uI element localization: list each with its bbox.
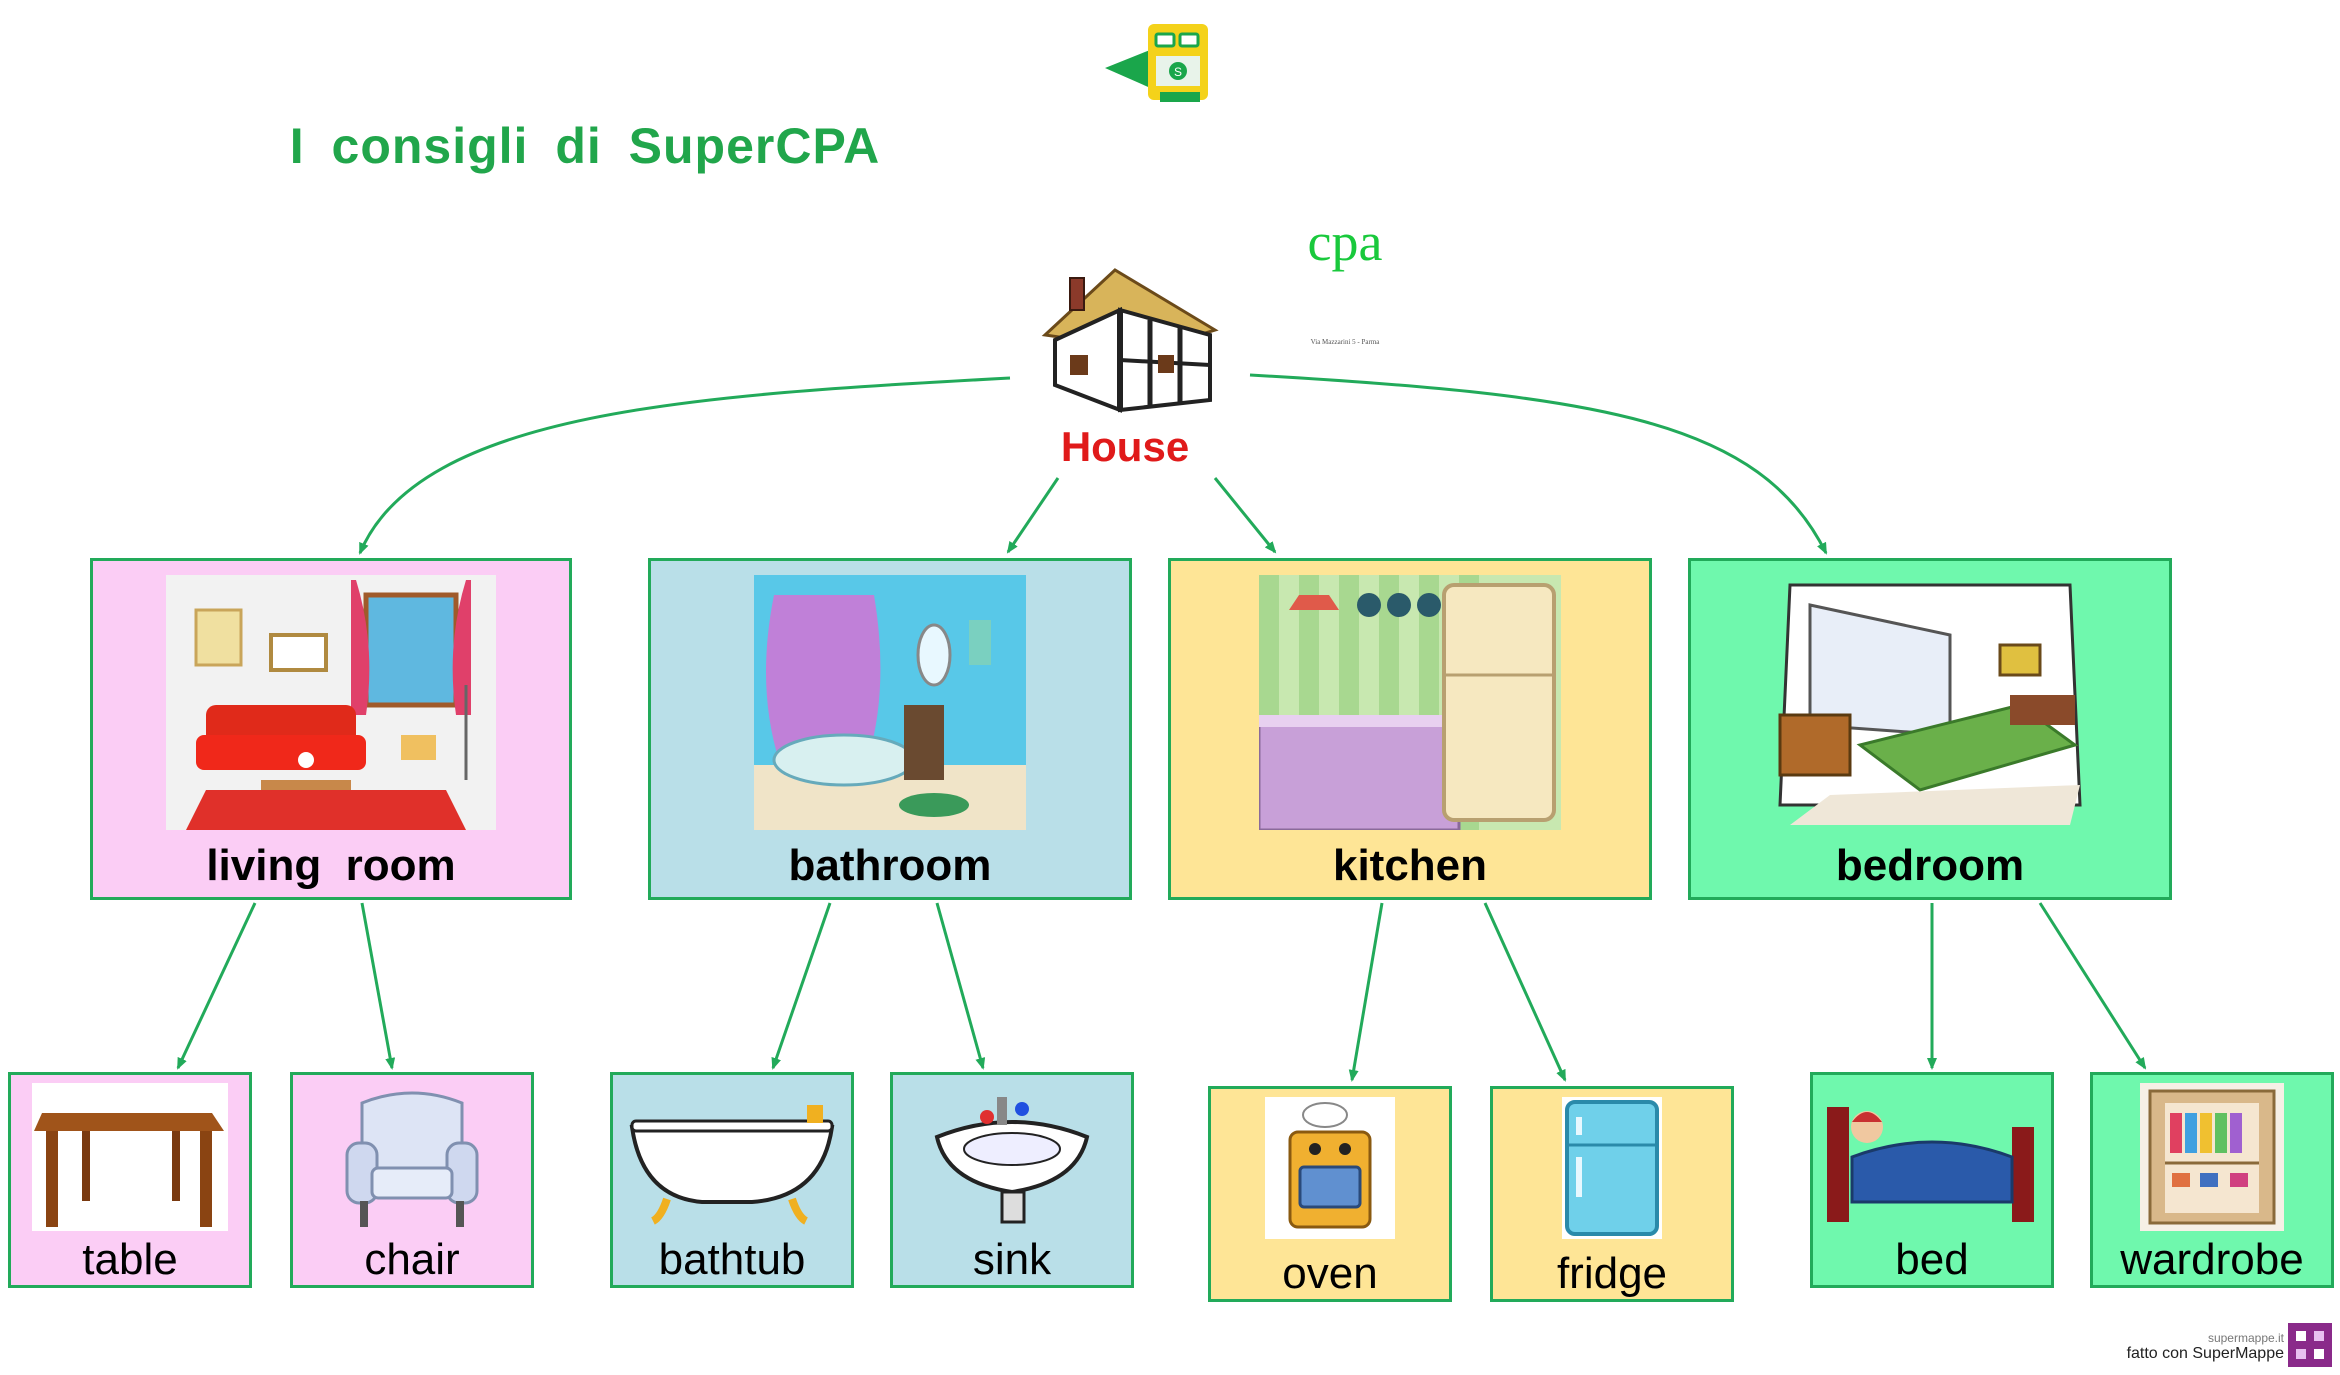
supermappe-logo-icon: [2288, 1323, 2332, 1367]
house-icon: [1041, 268, 1219, 413]
edge-living-room-table: [176, 902, 257, 1070]
bed-label: bed: [1895, 1235, 1969, 1284]
node-bedroom[interactable]: bedroom: [1688, 558, 2172, 900]
node-table[interactable]: table: [8, 1072, 252, 1288]
fridge-label: fridge: [1556, 1249, 1668, 1298]
fridge-icon: [1562, 1097, 1662, 1239]
node-bed[interactable]: bed: [1810, 1072, 2054, 1288]
wardrobe-label: wardrobe: [2120, 1235, 2304, 1284]
edge-bathroom-sink: [935, 902, 986, 1070]
footer-site: supermappe.it: [2207, 1331, 2284, 1345]
edge-bedroom-wardrobe: [2038, 902, 2147, 1070]
node-bathroom[interactable]: bathroom: [648, 558, 1132, 900]
living-room-label: living room: [206, 841, 456, 890]
table-label: table: [82, 1235, 178, 1284]
edge-house-living-room: [358, 376, 1011, 555]
footer-credit: supermappe.it fatto con SuperMappe: [2127, 1331, 2284, 1363]
edge-house-bathroom: [1006, 477, 1060, 554]
node-kitchen[interactable]: kitchen: [1168, 558, 1652, 900]
bedroom-label: bedroom: [1835, 841, 2025, 890]
shower-icon: [754, 575, 1026, 830]
node-living-room[interactable]: living room: [90, 558, 572, 900]
edge-house-bedroom: [1249, 373, 1828, 555]
sofa-icon: [166, 575, 496, 830]
bedroom-picture: [1770, 575, 2090, 830]
bathtub-icon: [622, 1087, 842, 1227]
bathroom-picture: [754, 575, 1026, 830]
bedroom-icon: [1778, 583, 2082, 825]
oven-label: oven: [1282, 1249, 1378, 1298]
sink-label: sink: [972, 1235, 1052, 1284]
supercpa-mascot-icon: S: [1105, 24, 1208, 102]
node-fridge[interactable]: fridge: [1490, 1086, 1734, 1302]
wardrobe-icon: [2140, 1083, 2284, 1231]
bathroom-label: bathroom: [788, 841, 992, 890]
oven-icon: [1265, 1097, 1395, 1239]
node-oven[interactable]: oven: [1208, 1086, 1452, 1302]
page-title: I consigli di SuperCPA: [289, 118, 881, 174]
svg-text:S: S: [1174, 65, 1182, 79]
edge-house-kitchen: [1213, 477, 1277, 554]
table-icon: [32, 1083, 228, 1231]
node-sink[interactable]: sink: [890, 1072, 1134, 1288]
edge-bathroom-bathtub: [771, 902, 832, 1070]
cpa-logo-caption: Via Mazzarini 5 - Parma: [1310, 338, 1380, 346]
cpa-logo: cpa Via Mazzarini 5 - Parma: [1290, 212, 1400, 370]
edge-living-room-chair: [360, 902, 396, 1070]
bed-icon: [1822, 1087, 2042, 1227]
bathtub-label: bathtub: [658, 1235, 806, 1284]
node-bathtub[interactable]: bathtub: [610, 1072, 854, 1288]
footer-text: fatto con SuperMappe: [2126, 1345, 2284, 1362]
kitchen-picture: [1259, 575, 1561, 830]
kitchen-icon: [1259, 575, 1561, 830]
node-wardrobe[interactable]: wardrobe: [2090, 1072, 2334, 1288]
chair-label: chair: [364, 1235, 460, 1284]
cpa-logo-text: cpa: [1307, 212, 1383, 272]
node-chair[interactable]: chair: [290, 1072, 534, 1288]
chair-icon: [332, 1083, 492, 1231]
kitchen-label: kitchen: [1332, 841, 1488, 890]
edge-kitchen-oven: [1348, 902, 1384, 1082]
living-room-picture: [166, 575, 496, 830]
sink-icon: [927, 1087, 1097, 1227]
edge-kitchen-fridge: [1483, 902, 1567, 1082]
root-node-house: House: [1060, 423, 1190, 470]
